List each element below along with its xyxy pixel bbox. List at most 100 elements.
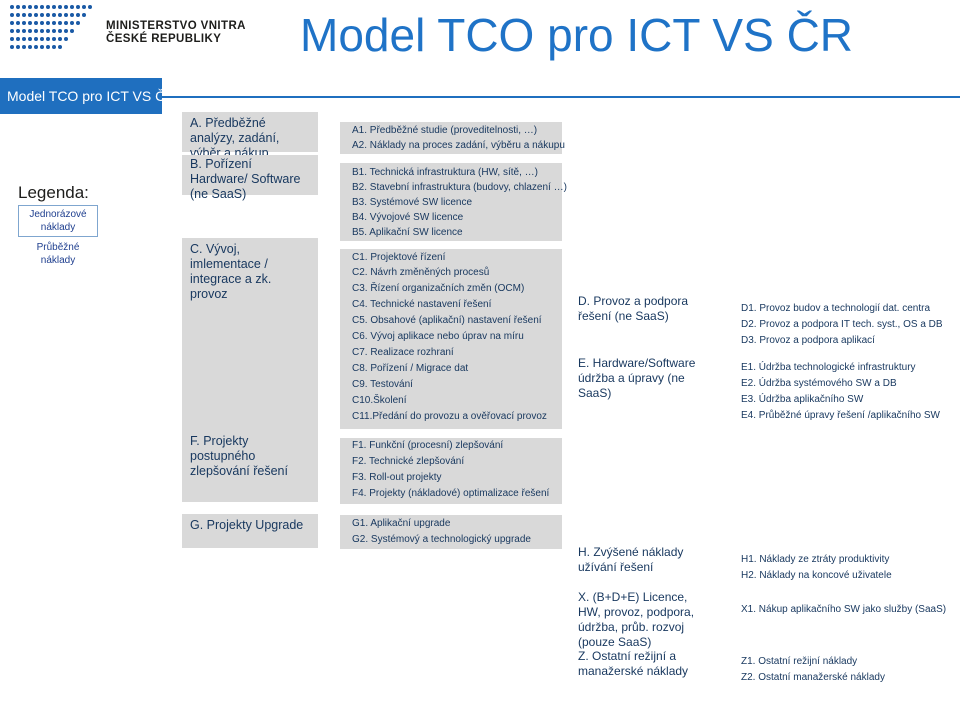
item-f3: F3. Roll-out projekty <box>352 472 442 483</box>
item-f2: F2. Technické zlepšování <box>352 456 465 467</box>
logo-line-2: ČESKÉ REPUBLIKY <box>106 33 222 45</box>
logo-dot <box>76 5 80 9</box>
logo-dot <box>34 21 38 25</box>
logo-dot <box>88 5 92 9</box>
item-e1: E1. Údržba technologické infrastruktury <box>741 362 916 373</box>
category-a-items: A1. Předběžné studie (proveditelnosti, …… <box>340 122 565 154</box>
logo-dot <box>52 21 56 25</box>
item-d3: D3. Provoz a podpora aplikací <box>741 335 875 346</box>
logo-dot <box>16 37 20 41</box>
ministry-logo: MINISTERSTVO VNITRA ČESKÉ REPUBLIKY <box>10 5 250 55</box>
category-d: D. Provoz a podpora řešení (ne SaaS) <box>578 294 689 323</box>
category-e: E. Hardware/Software údržba a úpravy (ne… <box>578 356 696 400</box>
title-bar-label: Model TCO pro ICT VS ČR <box>7 88 176 104</box>
logo-dot <box>16 29 20 33</box>
item-c4: C4. Technické nastavení řešení <box>352 299 492 310</box>
category-g-items: G1. Aplikační upgrade G2. Systémový a te… <box>340 515 562 549</box>
logo-dot <box>16 45 20 49</box>
item-f1: F1. Funkční (procesní) zlepšování <box>352 440 504 451</box>
logo-dot <box>82 13 86 17</box>
item-e4: E4. Průběžné úpravy řešení /aplikačního … <box>741 410 940 421</box>
legend-one-off-swatch <box>18 205 98 237</box>
logo-dot <box>22 5 26 9</box>
item-a1: A1. Předběžné studie (proveditelnosti, …… <box>352 125 538 136</box>
item-c6: C6. Vývoj aplikace nebo úprav na míru <box>352 331 524 342</box>
logo-dot <box>34 37 38 41</box>
category-z-items: Z1. Ostatní režijní náklady Z2. Ostatní … <box>735 655 957 687</box>
item-g2: G2. Systémový a technologický upgrade <box>352 534 531 545</box>
logo-dot <box>10 13 14 17</box>
item-c9: C9. Testování <box>352 379 413 390</box>
logo-dot <box>40 45 44 49</box>
legend-title: Legenda: <box>18 183 89 202</box>
item-b4: B4. Vývojové SW licence <box>352 212 464 223</box>
item-c8: C8. Pořízení / Migrace dat <box>352 363 469 374</box>
legend-running-label: Průběžné náklady <box>36 242 80 266</box>
logo-dot <box>22 37 26 41</box>
logo-dot <box>70 21 74 25</box>
item-c1: C1. Projektové řízení <box>352 252 446 263</box>
item-z1: Z1. Ostatní režijní náklady <box>741 656 858 667</box>
logo-dot <box>64 37 68 41</box>
logo-dot <box>46 45 50 49</box>
logo-dot <box>34 29 38 33</box>
item-c5: C5. Obsahové (aplikační) nastavení řešen… <box>352 315 542 326</box>
item-a2: A2. Náklady na proces zadání, výběru a n… <box>352 140 565 151</box>
item-b1: B1. Technická infrastruktura (HW, sítě, … <box>352 167 538 178</box>
logo-dot <box>70 13 74 17</box>
category-c: C. Vývoj, imlementace / integrace a zk. … <box>182 238 318 435</box>
logo-dot <box>22 29 26 33</box>
logo-dot <box>34 13 38 17</box>
logo-dot <box>10 37 14 41</box>
item-c11: C11.Předání do provozu a ověřovací provo… <box>352 411 547 422</box>
item-g1: G1. Aplikační upgrade <box>352 518 451 529</box>
category-a: A. Předběžné analýzy, zadání, výběr a ná… <box>182 112 318 160</box>
logo-dot <box>28 37 32 41</box>
logo-line-1: MINISTERSTVO VNITRA <box>106 20 246 32</box>
item-h2: H2. Náklady na koncové uživatele <box>741 570 892 581</box>
item-c3: C3. Řízení organizačních změn (OCM) <box>352 283 525 294</box>
category-e-items: E1. Údržba technologické infrastruktury … <box>735 360 957 426</box>
item-e2: E2. Údržba systémového SW a DB <box>741 378 897 389</box>
logo-dot <box>64 21 68 25</box>
category-g: G. Projekty Upgrade <box>182 514 318 548</box>
category-d-items: D1. Provoz budov a technologií dat. cent… <box>735 301 957 349</box>
logo-dot <box>52 45 56 49</box>
logo-dot <box>52 37 56 41</box>
logo-dot <box>16 5 20 9</box>
logo-dot <box>46 37 50 41</box>
logo-dot <box>22 13 26 17</box>
item-z2: Z2. Ostatní manažerské náklady <box>741 672 885 683</box>
logo-dot <box>16 21 20 25</box>
logo-dot <box>28 5 32 9</box>
logo-dot <box>58 21 62 25</box>
logo-dot <box>34 5 38 9</box>
category-f: F. Projekty postupného zlepšování řešení <box>182 432 318 502</box>
logo-dot <box>70 29 74 33</box>
logo-dot <box>46 21 50 25</box>
category-b-items: B1. Technická infrastruktura (HW, sítě, … <box>340 163 567 241</box>
item-b5: B5. Aplikační SW licence <box>352 227 463 238</box>
logo-dot <box>40 37 44 41</box>
logo-dot <box>52 29 56 33</box>
logo-text: MINISTERSTVO VNITRA ČESKÉ REPUBLIKY <box>106 20 246 46</box>
logo-dot <box>58 37 62 41</box>
category-z: Z. Ostatní režijní a manažerské náklady <box>578 649 689 678</box>
item-c7: C7. Realizace rozhraní <box>352 347 454 358</box>
logo-dot <box>22 21 26 25</box>
item-c2: C2. Návrh změněných procesů <box>352 267 490 278</box>
logo-dot <box>64 13 68 17</box>
category-x-items: X1. Nákup aplikačního SW jako služby (Sa… <box>735 603 957 621</box>
logo-dot <box>40 21 44 25</box>
category-h: H. Zvýšené náklady užívání řešení <box>578 545 684 574</box>
logo-dot <box>76 21 80 25</box>
logo-dot <box>46 13 50 17</box>
logo-dot <box>40 5 44 9</box>
logo-dot <box>10 29 14 33</box>
logo-dot <box>52 13 56 17</box>
logo-dot <box>28 21 32 25</box>
item-b3: B3. Systémové SW licence <box>352 197 473 208</box>
legend-one-off-label: Jednorázové náklady <box>29 209 87 233</box>
logo-dot <box>58 45 62 49</box>
logo-dot <box>58 29 62 33</box>
